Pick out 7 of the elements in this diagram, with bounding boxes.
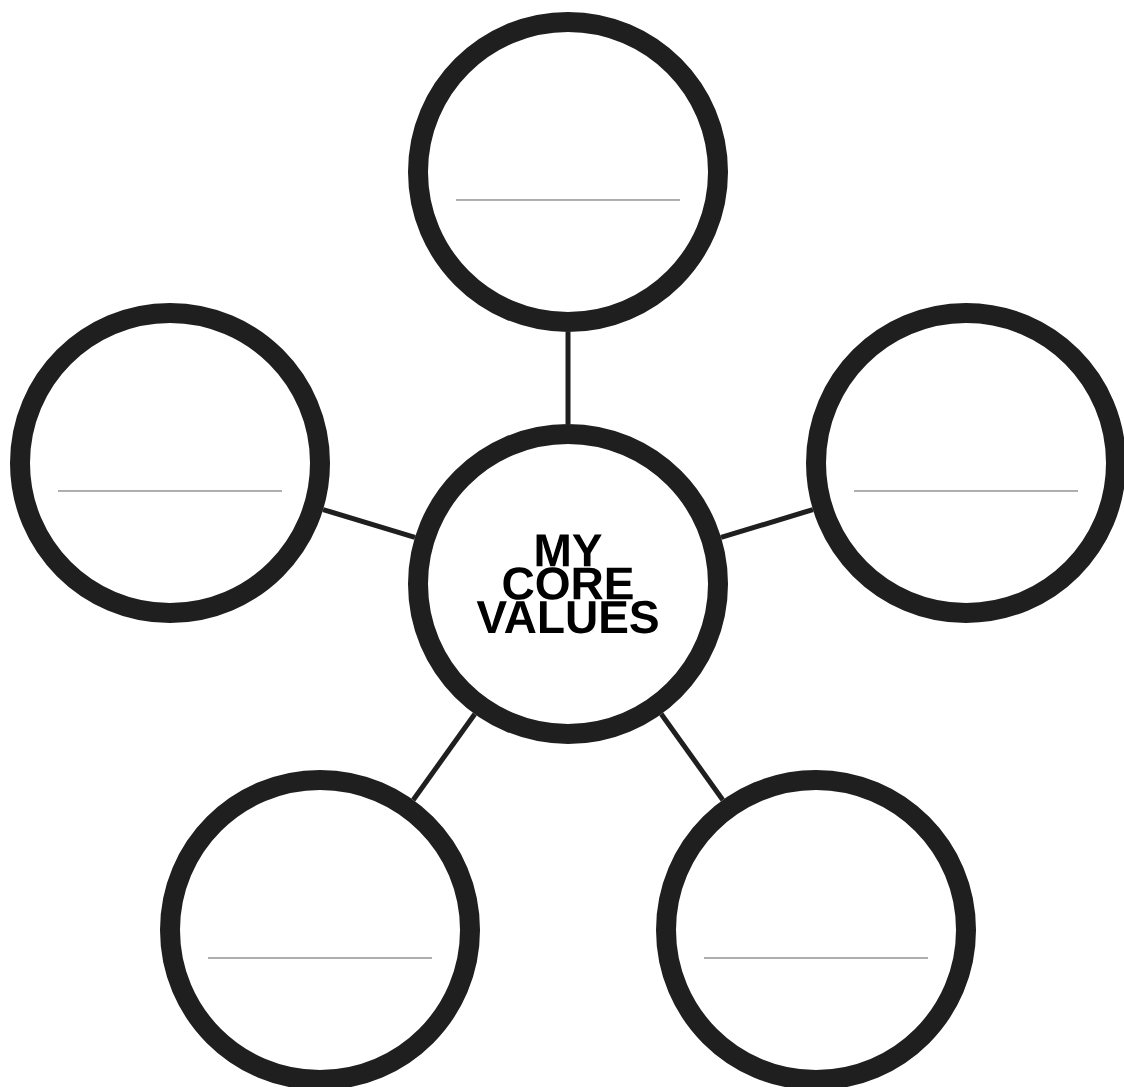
value-circle xyxy=(408,12,728,332)
connector-line xyxy=(720,507,814,540)
value-circle xyxy=(10,303,330,623)
connector-line xyxy=(411,712,477,802)
connector-line xyxy=(322,507,416,540)
connector-line xyxy=(659,712,725,802)
connector-line xyxy=(565,332,571,424)
